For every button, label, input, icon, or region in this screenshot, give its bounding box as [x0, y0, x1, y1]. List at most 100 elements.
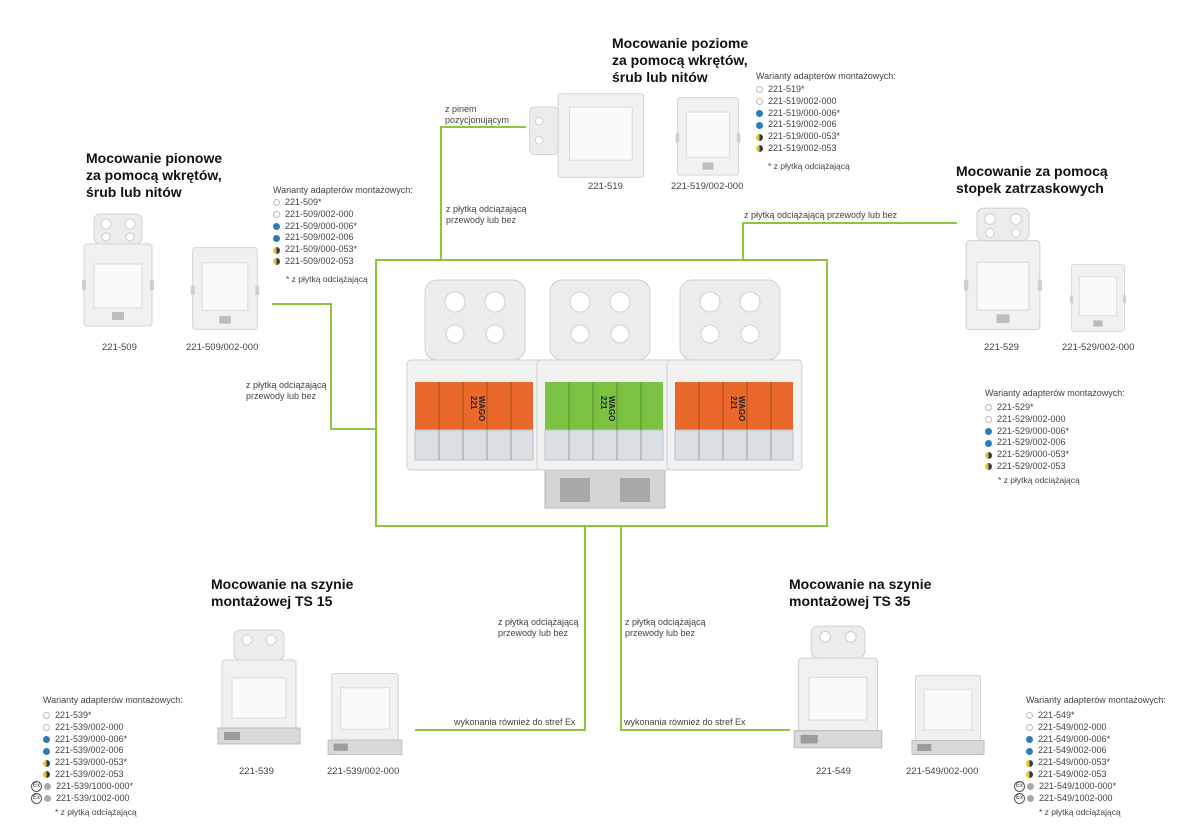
variants-heading: Warianty adapterów montażowych: [756, 71, 896, 81]
variant-code: 221-509* [285, 197, 322, 207]
section-title-ts35: Mocowanie na szynie montażowej TS 35 [789, 576, 932, 609]
blue-dot-icon [43, 735, 50, 743]
connector-left-v [330, 303, 332, 430]
variant-item: 221-529/002-000 [985, 414, 1069, 426]
adapter-image-221-529-002-000 [1058, 258, 1138, 336]
label-ex-left: wykonania również do stref Ex [454, 717, 576, 727]
variant-code: 221-529/002-053 [997, 460, 1066, 471]
yellow-half-dot-icon [985, 451, 992, 459]
product-caption: 221-529/002-000 [1062, 342, 1135, 353]
variant-code: 221-529* [997, 402, 1034, 412]
variant-item: 221-529/000-006* [985, 426, 1069, 438]
variant-code: 221-539/1000-000* [56, 780, 134, 791]
yellow-half-dot-icon [985, 463, 992, 471]
center-frame-left [375, 259, 377, 527]
variant-code: 221-529/000-053* [997, 449, 1070, 460]
label-pin: z pinem pozycjonującym [445, 104, 510, 125]
blue-dot-icon [273, 234, 280, 242]
variants-heading: Warianty adapterów montażowych: [43, 695, 183, 705]
variant-code: 221-549/002-053 [1038, 768, 1107, 779]
connector-top-vertical [440, 126, 442, 260]
product-caption: 221-539/002-000 [327, 766, 400, 777]
center-product-image: WAGO 221 WAGO 221 WAGO 221 [406, 279, 803, 509]
connector-bottom-left-v [584, 526, 586, 731]
yellow-half-dot-icon [756, 145, 763, 153]
label-strain-right: z płytką odciążającą przewody lub bez [744, 210, 898, 220]
yellow-half-dot-icon [1026, 759, 1033, 767]
yellow-half-dot-icon [1026, 771, 1033, 779]
connector-right-h [742, 222, 957, 224]
variant-code: 221-519/000-006* [768, 107, 841, 118]
gray-dot-icon [1027, 783, 1034, 791]
connector-top-horizontal [440, 126, 526, 128]
variant-item: 221-519/002-053 [756, 143, 840, 155]
variant-item: 221-549/002-053 [1026, 769, 1116, 781]
variant-item: 221-549/000-053* [1026, 757, 1116, 769]
label-strain-bottom-right: z płytką odciążającą przewody lub bez [625, 617, 706, 638]
variant-item: 221-519* [756, 84, 840, 96]
adapter-image-221-529 [958, 206, 1048, 336]
blue-dot-icon [43, 747, 50, 755]
variant-code: 221-539/002-000 [55, 721, 124, 732]
variant-item: 221-539/002-006 [43, 745, 133, 757]
variant-item: 221-519/002-006 [756, 119, 840, 131]
model-label: 221 [599, 396, 608, 410]
white-dot-icon [1026, 712, 1033, 720]
footnote: * z płytką odciążającą [286, 274, 368, 284]
variant-code: 221-509/002-006 [285, 232, 354, 243]
brand-label: WAGO [607, 396, 616, 421]
model-label: 221 [729, 396, 738, 410]
yellow-half-dot-icon [43, 759, 50, 767]
variant-code: 221-529/002-000 [997, 413, 1066, 424]
variant-item: 221-539/002-000 [43, 722, 133, 734]
gray-dot-icon [44, 794, 51, 802]
section-title-vertical: Mocowanie pionowe za pomocą wkrętów, śru… [86, 150, 223, 200]
blue-dot-icon [273, 222, 280, 230]
ex-zone-icon: Ex [1014, 781, 1025, 793]
variant-code: 221-519/002-006 [768, 119, 837, 130]
variant-item: 221-549/002-006 [1026, 745, 1116, 757]
white-dot-icon [43, 712, 50, 720]
variant-item: 221-529* [985, 402, 1069, 414]
blue-dot-icon [756, 121, 763, 129]
adapter-image-221-509-002-000 [185, 240, 265, 335]
variant-item: 221-509/002-053 [273, 256, 357, 268]
section-title-snap: Mocowanie za pomocą stopek zatrzaskowych [956, 163, 1108, 196]
connector-left-h1 [272, 303, 332, 305]
center-frame-bottom [375, 525, 828, 527]
variant-item: 221-539/000-006* [43, 734, 133, 746]
white-dot-icon [1026, 724, 1033, 732]
blue-dot-icon [985, 427, 992, 435]
label-strain-top: z płytką odciążającą przewody lub bez [446, 204, 527, 225]
yellow-half-dot-icon [756, 133, 763, 141]
ex-zone-icon: Ex [31, 792, 42, 804]
footnote: * z płytką odciążającą [1039, 807, 1121, 817]
variants-heading: Warianty adapterów montażowych: [1026, 695, 1166, 705]
variant-item: 221-529/000-053* [985, 449, 1069, 461]
blue-dot-icon [985, 439, 992, 447]
yellow-half-dot-icon [43, 771, 50, 779]
variant-code: 221-549/000-006* [1038, 733, 1111, 744]
adapter-image-221-549 [790, 618, 886, 758]
variant-code: 221-539* [55, 710, 92, 720]
variant-code: 221-519* [768, 84, 805, 94]
adapter-image-221-509 [78, 212, 158, 332]
ex-zone-icon: Ex [31, 781, 42, 793]
variant-code: 221-539/000-006* [55, 733, 128, 744]
variant-code: 221-549/002-006 [1038, 745, 1107, 756]
connector-bottom-left-h [415, 729, 586, 731]
white-dot-icon [985, 416, 992, 424]
center-frame-top [375, 259, 828, 261]
gray-dot-icon [44, 783, 51, 791]
variant-code: 221-539/000-053* [55, 757, 128, 768]
center-frame-right [826, 259, 828, 527]
adapter-image-221-549-002-000 [902, 670, 994, 758]
variants-heading: Warianty adapterów montażowych: [273, 185, 413, 195]
gray-dot-icon [1027, 794, 1034, 802]
variant-item: Ex 221-539/1000-000* [31, 780, 134, 793]
variant-code: 221-529/002-006 [997, 437, 1066, 448]
